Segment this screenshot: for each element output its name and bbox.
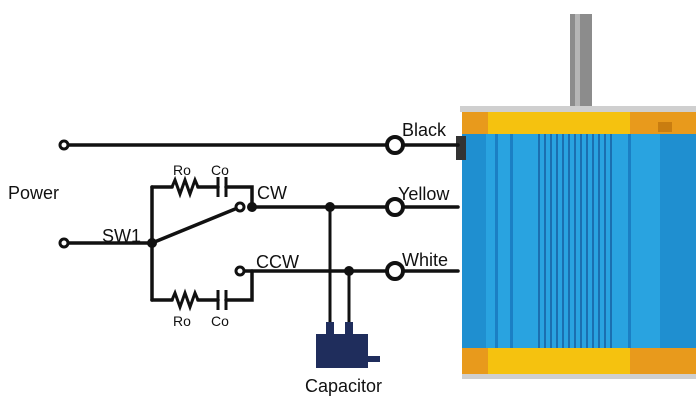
power-terminal-bottom — [58, 237, 70, 249]
motor-bottom-plate — [462, 374, 696, 379]
resistor-top-symbol — [170, 175, 200, 199]
capacitor-pin-right — [345, 322, 353, 336]
terminal-black — [385, 135, 405, 155]
motor-fins — [462, 134, 696, 348]
cw-node — [247, 202, 257, 212]
cap-node-white — [344, 266, 354, 276]
resistor-bottom-symbol — [170, 288, 200, 312]
terminal-yellow — [385, 197, 405, 217]
capacitor-tab — [368, 356, 380, 362]
motor-top-plate — [460, 106, 696, 112]
motor-top-cap-notch — [658, 122, 672, 132]
motor-bottom-cap-right — [630, 348, 696, 374]
sw1-node — [147, 238, 157, 248]
capacitor-body — [316, 334, 368, 368]
wire-bottom-rc-right — [224, 269, 254, 302]
motor-shaft — [570, 14, 592, 110]
wire-top-rc-right — [224, 185, 254, 209]
labels: Power SW1 Ro Co CW CCW Ro Co Black Yello… — [8, 120, 450, 396]
switch-contact-ccw — [234, 265, 246, 277]
capacitor-component — [316, 322, 380, 368]
label-capacitor-top: Co — [211, 162, 229, 178]
motor-body — [462, 134, 696, 348]
label-resistor-bottom: Ro — [173, 313, 191, 329]
label-white: White — [402, 250, 448, 270]
capacitor-pin-left — [326, 322, 334, 336]
motor-shaft-highlight — [575, 14, 580, 110]
switch-contact-cw — [234, 201, 246, 213]
motor-top-cap-left — [462, 112, 488, 134]
switch-blade — [150, 205, 242, 245]
terminals — [58, 135, 405, 281]
label-black: Black — [402, 120, 447, 140]
label-resistor-top: Ro — [173, 162, 191, 178]
label-cw: CW — [257, 183, 287, 203]
label-sw1: SW1 — [102, 226, 141, 246]
motor-terminal-block — [456, 136, 466, 160]
motor — [456, 14, 696, 379]
label-yellow: Yellow — [398, 184, 450, 204]
label-power: Power — [8, 183, 59, 203]
power-terminal-top — [58, 139, 70, 151]
label-capacitor-bottom: Co — [211, 313, 229, 329]
motor-bottom-cap-left — [462, 348, 488, 374]
terminal-white — [385, 261, 405, 281]
label-capacitor: Capacitor — [305, 376, 382, 396]
label-ccw: CCW — [256, 252, 299, 272]
cap-node-yellow — [325, 202, 335, 212]
